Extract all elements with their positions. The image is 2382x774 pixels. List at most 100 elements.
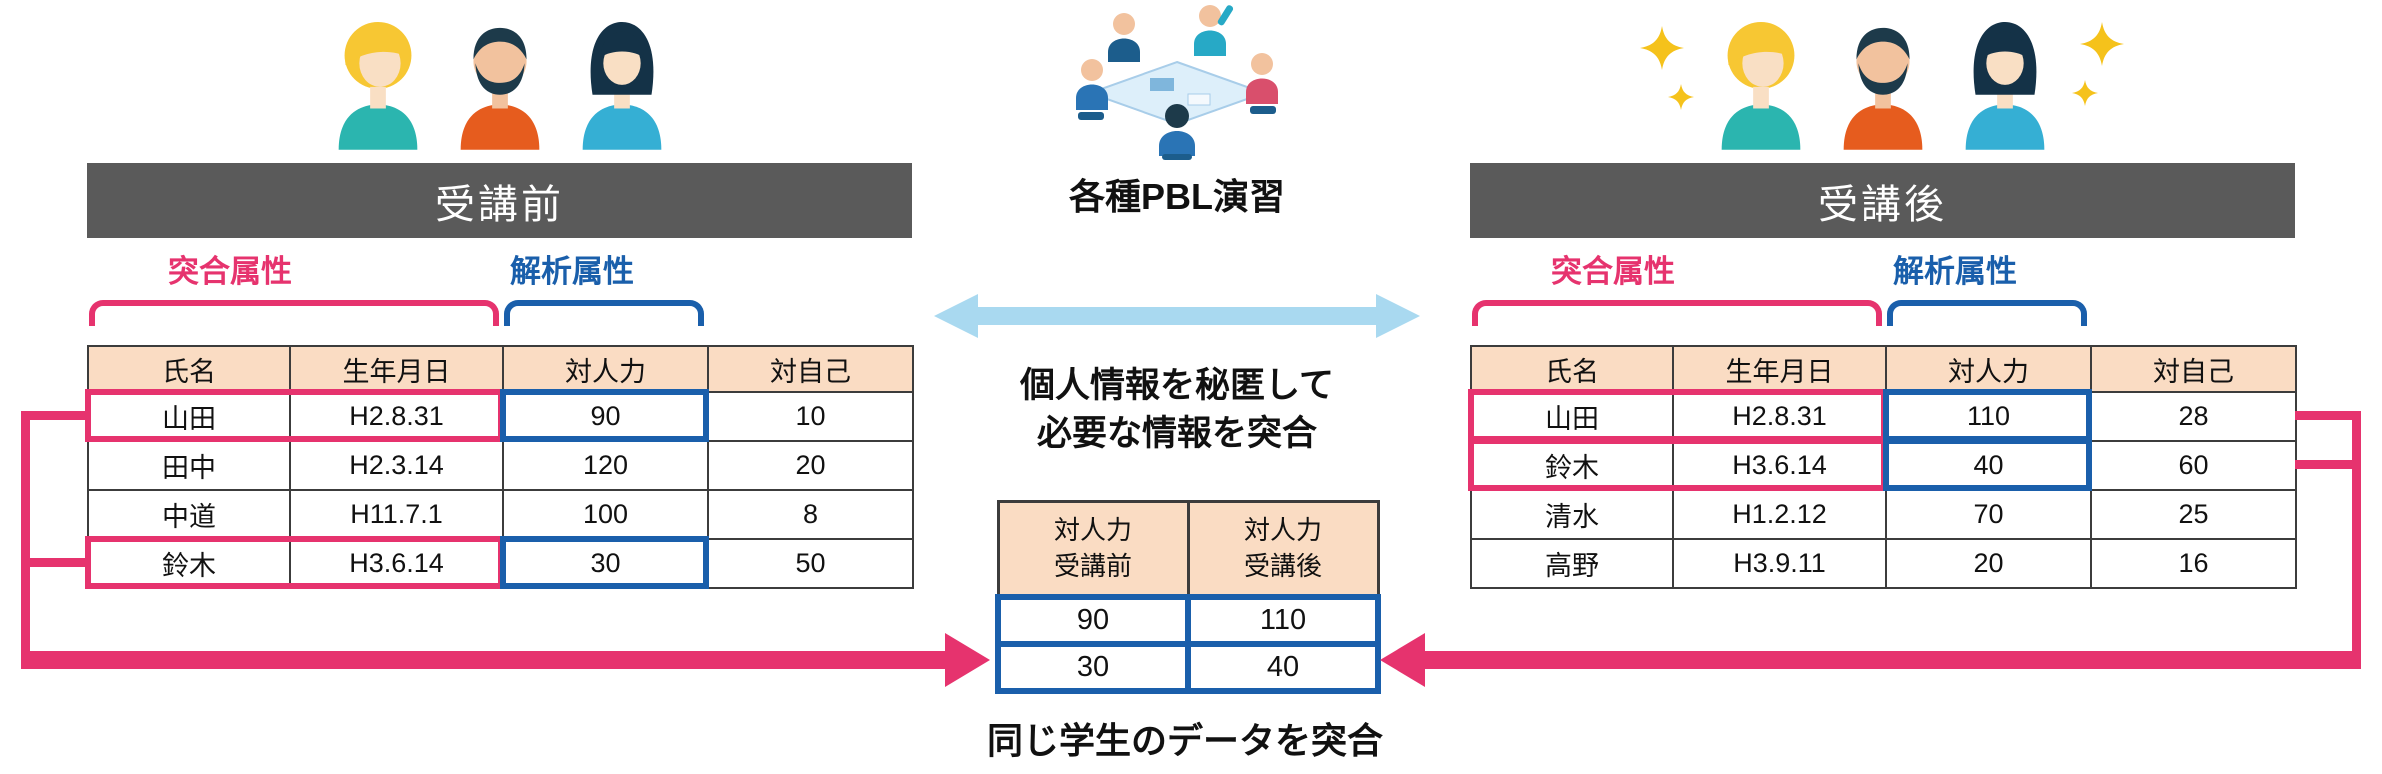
table-cell: 20 — [707, 440, 914, 491]
table-cell: 10 — [707, 391, 914, 442]
table-cell: 8 — [707, 489, 914, 540]
pbl-meeting-illustration — [1076, 5, 1278, 160]
match-result-table: 対人力 受講前 対人力 受講後 90 110 30 40 — [995, 500, 1381, 694]
after-to-center-arrow-shaft — [1425, 651, 2361, 669]
table-cell: 25 — [2090, 489, 2297, 540]
col-header-self: 対自己 — [2090, 345, 2297, 393]
before-match-attr-label: 突合属性 — [168, 254, 292, 289]
avatar-bob-hair-woman-icon — [582, 21, 662, 150]
table-row: 鈴木 H3.6.14 30 50 — [87, 538, 914, 589]
sparkle-icon — [1668, 84, 1694, 110]
after-analysis-attr-label: 解析属性 — [1893, 254, 2017, 289]
table-cell: 中道 — [87, 489, 291, 540]
col-header-birthdate: 生年月日 — [289, 345, 504, 393]
table-cell: 山田 — [1470, 391, 1674, 442]
table-cell: H2.3.14 — [289, 440, 504, 491]
avatar-blonde-woman-icon — [338, 21, 418, 150]
table-cell: 110 — [1185, 593, 1381, 647]
header-line: 対人力 — [1243, 515, 1322, 546]
same-student-match-label: 同じ学生のデータを突合 — [986, 720, 1384, 761]
table-cell: 90 — [995, 593, 1191, 647]
table-cell: H11.7.1 — [289, 489, 504, 540]
table-cell: 110 — [1885, 391, 2092, 442]
privacy-note: 個人情報を秘匿して 必要な情報を突合 — [1020, 362, 1334, 458]
avatar-bearded-man-icon — [1843, 27, 1923, 150]
col-header-name: 氏名 — [1470, 345, 1674, 393]
table-cell: H2.8.31 — [289, 391, 504, 442]
after-analysis-bracket — [1887, 300, 2087, 326]
privacy-note-line2: 必要な情報を突合 — [1036, 414, 1318, 453]
before-analysis-bracket — [504, 300, 704, 326]
table-cell: H3.9.11 — [1672, 538, 1887, 589]
table-row: 90 110 — [995, 593, 1381, 647]
after-header-bar: 受講後 — [1470, 163, 2295, 238]
col-header-birthdate: 生年月日 — [1672, 345, 1887, 393]
table-header-row: 氏名 生年月日 対人力 対自己 — [1470, 345, 2297, 393]
table-cell: 28 — [2090, 391, 2297, 442]
sparkle-icon — [2080, 22, 2124, 66]
table-row: 山田 H2.8.31 90 10 — [87, 391, 914, 442]
table-row: 中道 H11.7.1 100 8 — [87, 489, 914, 540]
match-col-header-after: 対人力 受講後 — [1186, 500, 1380, 598]
table-cell: H3.6.14 — [289, 538, 504, 589]
table-row: 鈴木 H3.6.14 40 60 — [1470, 440, 2297, 491]
header-line: 受講前 — [1053, 551, 1132, 582]
before-to-center-arrow-shaft — [21, 651, 945, 669]
table-cell: 90 — [502, 391, 709, 442]
double-arrow-icon — [934, 294, 1420, 338]
after-match-bracket — [1472, 300, 1882, 326]
avatar-blonde-woman-icon — [1721, 21, 1801, 150]
after-row2-connector-line — [2295, 460, 2361, 469]
table-cell: 20 — [1885, 538, 2092, 589]
col-header-interpersonal: 対人力 — [502, 345, 709, 393]
before-match-bracket — [89, 300, 499, 326]
table-row: 田中 H2.3.14 120 20 — [87, 440, 914, 491]
col-header-self: 対自己 — [707, 345, 914, 393]
header-line: 対人力 — [1053, 515, 1132, 546]
privacy-note-line1: 個人情報を秘匿して — [1020, 366, 1334, 405]
sparkle-icon — [1640, 26, 1684, 70]
avatar-bob-hair-woman-icon — [1965, 21, 2045, 150]
avatar-bearded-man-icon — [460, 27, 540, 150]
table-cell: 60 — [2090, 440, 2297, 491]
after-table: 氏名 生年月日 対人力 対自己 山田 H2.8.31 110 28 鈴木 H3.… — [1470, 345, 2297, 589]
table-cell: 100 — [502, 489, 709, 540]
after-to-center-arrowhead-icon — [1380, 633, 1425, 687]
col-header-interpersonal: 対人力 — [1885, 345, 2092, 393]
table-cell: 30 — [502, 538, 709, 589]
header-line: 受講後 — [1243, 551, 1322, 582]
table-cell: 清水 — [1470, 489, 1674, 540]
before-to-center-arrowhead-icon — [945, 633, 990, 687]
after-avatar-group — [1702, 4, 2064, 152]
before-vertical-connector-line — [21, 411, 30, 660]
table-cell: 16 — [2090, 538, 2297, 589]
table-row: 高野 H3.9.11 20 16 — [1470, 538, 2297, 589]
col-header-name: 氏名 — [87, 345, 291, 393]
before-table: 氏名 生年月日 対人力 対自己 山田 H2.8.31 90 10 田中 H2.3… — [87, 345, 914, 589]
before-avatar-group — [319, 4, 681, 152]
sparkle-icon — [2072, 80, 2098, 106]
table-row: 山田 H2.8.31 110 28 — [1470, 391, 2297, 442]
after-match-attr-label: 突合属性 — [1551, 254, 1675, 289]
before-row1-connector-line — [21, 411, 87, 420]
table-cell: 70 — [1885, 489, 2092, 540]
after-vertical-connector-line — [2352, 411, 2361, 660]
table-row: 30 40 — [995, 640, 1381, 694]
table-cell: 高野 — [1470, 538, 1674, 589]
table-cell: 120 — [502, 440, 709, 491]
after-row1-connector-line — [2295, 411, 2361, 420]
pbl-exercise-label: 各種PBL演習 — [1068, 176, 1286, 217]
table-cell: 鈴木 — [87, 538, 291, 589]
table-cell: 40 — [1185, 640, 1381, 694]
match-col-header-before: 対人力 受講前 — [996, 500, 1190, 598]
table-cell: 鈴木 — [1470, 440, 1674, 491]
before-row4-connector-line — [21, 558, 87, 567]
table-cell: 40 — [1885, 440, 2092, 491]
table-cell: 50 — [707, 538, 914, 589]
table-cell: 30 — [995, 640, 1191, 694]
before-header-label: 受講前 — [435, 182, 564, 227]
table-cell: H2.8.31 — [1672, 391, 1887, 442]
table-cell: H1.2.12 — [1672, 489, 1887, 540]
before-analysis-attr-label: 解析属性 — [510, 254, 634, 289]
